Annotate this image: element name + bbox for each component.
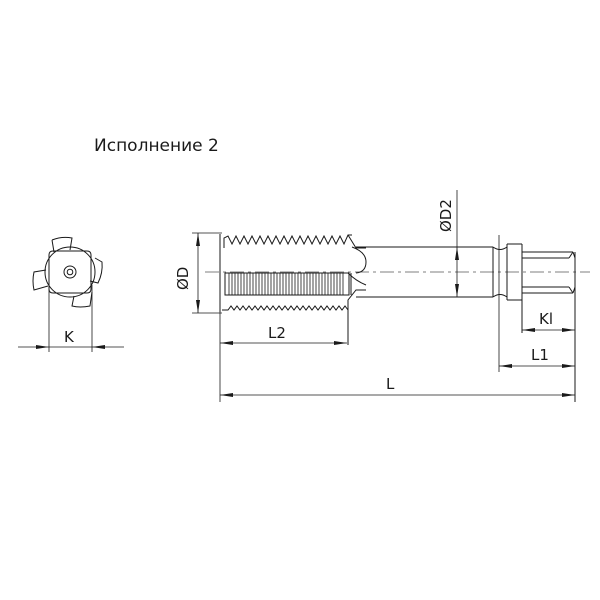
dimensions: ØD ØD2 L2 L L1 Kl xyxy=(174,190,575,402)
dim-l1-label: L1 xyxy=(531,346,549,364)
dim-d-label: ØD xyxy=(174,267,192,290)
dim-k-label: K xyxy=(64,328,75,346)
dim-l2-label: L2 xyxy=(268,324,286,342)
dim-d2-label: ØD2 xyxy=(437,199,455,232)
dim-kl-label: Kl xyxy=(539,310,553,328)
dim-l-label: L xyxy=(386,375,395,393)
end-view: K xyxy=(18,236,124,352)
side-view xyxy=(205,234,590,402)
drawing-title: Исполнение 2 xyxy=(94,136,219,156)
flute-hatching xyxy=(228,273,344,295)
